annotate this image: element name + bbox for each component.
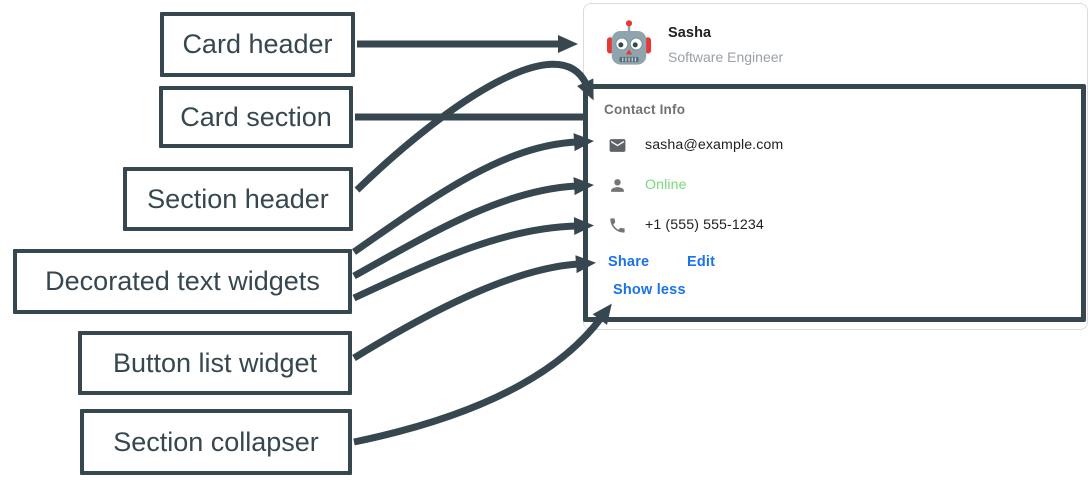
show-less-collapser[interactable]: Show less — [613, 282, 686, 298]
online-status-text: Online — [645, 177, 687, 193]
phone-icon — [610, 217, 625, 233]
decorated-text-status: Online — [608, 175, 687, 195]
arrow-decorated-text-2 — [352, 177, 594, 280]
label-section-header: Section header — [123, 167, 353, 231]
label-card-section: Card section — [159, 86, 353, 148]
label-card-header: Card header — [160, 12, 355, 77]
edit-button[interactable]: Edit — [687, 254, 716, 270]
email-icon — [609, 138, 626, 152]
arrow-section-collapser — [353, 303, 612, 446]
robot-avatar — [606, 20, 652, 65]
person-icon — [611, 178, 624, 192]
email-text: sasha@example.com — [645, 137, 784, 153]
card-header-name: Sasha — [668, 25, 712, 41]
arrow-button-list — [352, 255, 596, 361]
label-section-collapser: Section collapser — [80, 409, 352, 475]
phone-text: +1 (555) 555-1234 — [645, 217, 764, 233]
decorated-text-phone: +1 (555) 555-1234 — [608, 215, 764, 235]
arrow-section-header — [354, 60, 594, 193]
share-button[interactable]: Share — [608, 254, 650, 270]
contact-card — [583, 3, 1088, 330]
decorated-text-email: sasha@example.com — [608, 135, 783, 155]
arrow-decorated-text-1 — [351, 133, 594, 255]
section-header-title: Contact Info — [604, 102, 686, 117]
arrow-decorated-text-3 — [352, 217, 594, 302]
label-decorated-text-widgets: Decorated text widgets — [13, 249, 352, 314]
label-button-list-widget: Button list widget — [78, 331, 352, 395]
card-header-subtitle: Software Engineer — [668, 49, 784, 65]
card-section-outline — [583, 84, 1086, 322]
